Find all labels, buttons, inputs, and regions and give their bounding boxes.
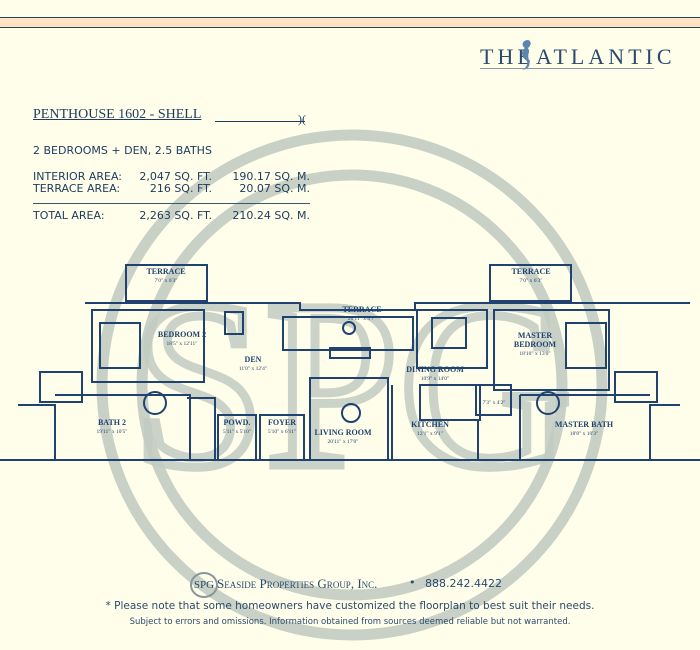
svg-text:12'1" x 9'1": 12'1" x 9'1" — [417, 431, 443, 437]
terrace-area-sqft: 216 SQ. FT. — [149, 182, 212, 195]
room-master-bath: MASTER BATH 18'8" x 10'3" — [555, 420, 614, 437]
svg-text:18'8" x 10'3": 18'8" x 10'3" — [570, 431, 598, 437]
svg-text:DINING ROOM: DINING ROOM — [406, 365, 464, 374]
watermark-outer-ring — [96, 129, 608, 641]
room-dining-room: DINING ROOM 10'9" x 14'0" — [406, 365, 464, 382]
customization-note: * Please note that some homeowners have … — [105, 600, 595, 612]
floor-plan: TERRACE 7'0" x 6'3" BEDROOM 2 18'5" x 12'1… — [0, 264, 700, 461]
svg-text:7'0" x 6'3": 7'0" x 6'3" — [155, 278, 178, 284]
room-kitchen: KITCHEN 12'1" x 9'1" — [411, 420, 449, 437]
seahorse-icon — [522, 40, 531, 70]
svg-text:18'10" x 13'0": 18'10" x 13'0" — [519, 351, 550, 357]
phone-number: 888.242.4422 — [425, 577, 502, 590]
svg-text:BEDROOM 2: BEDROOM 2 — [158, 330, 206, 339]
svg-text:7'0" x 6'3": 7'0" x 6'3" — [520, 278, 543, 284]
svg-text:LIVING ROOM: LIVING ROOM — [314, 428, 372, 437]
logo-atlantic: ATLANTIC — [536, 44, 676, 69]
interior-area-sqm: 190.17 SQ. M. — [232, 170, 310, 183]
room-terrace-left: TERRACE 7'0" x 6'3" — [146, 267, 185, 284]
room-den: DEN 11'0" x 12'4" — [239, 355, 267, 372]
logo-the: THE — [480, 44, 535, 69]
total-area-sqm: 210.24 SQ. M. — [232, 209, 310, 222]
floor-plan-walls — [0, 264, 700, 461]
total-area-sqft: 2,263 SQ. FT. — [139, 209, 212, 222]
total-divider — [33, 203, 310, 204]
interior-area-label: INTERIOR AREA: — [33, 170, 122, 183]
svg-text:20'11" x 5'7": 20'11" x 5'7" — [348, 316, 376, 322]
svg-text:DEN: DEN — [245, 355, 262, 364]
company-name: Seaside Properties Group, Inc. — [217, 576, 378, 591]
svg-text:TERRACE: TERRACE — [511, 267, 550, 276]
terrace-area-label: TERRACE AREA: — [33, 182, 121, 195]
svg-text:FOYER: FOYER — [268, 418, 296, 427]
svg-text:19'11" x 10'5": 19'11" x 10'5" — [96, 429, 127, 435]
svg-text:TERRACE: TERRACE — [146, 267, 185, 276]
unit-title: PENTHOUSE 1602 - SHELL — [33, 107, 202, 122]
disclaimer: Subject to errors and omissions. Informa… — [129, 617, 571, 627]
spg-badge-logo: SPG — [190, 572, 218, 598]
svg-text:MASTER: MASTER — [518, 331, 552, 340]
svg-text:10'9" x 14'0": 10'9" x 14'0" — [421, 376, 449, 382]
svg-text:TERRACE: TERRACE — [342, 305, 381, 314]
interior-area-sqft: 2,047 SQ. FT. — [139, 170, 212, 183]
total-area-label: TOTAL AREA: — [33, 209, 105, 222]
svg-text:KITCHEN: KITCHEN — [411, 420, 449, 429]
svg-text:5'11" x 5'10": 5'11" x 5'10" — [223, 429, 251, 435]
unit-summary: 2 BEDROOMS + DEN, 2.5 BATHS — [33, 144, 212, 157]
room-foyer: FOYER 5'10" x 6'11" — [268, 418, 296, 435]
title-rule — [215, 121, 305, 122]
header-band — [0, 18, 700, 27]
room-closet: 7'3" x 4'2" — [483, 400, 506, 406]
svg-text:20'11" x 17'0": 20'11" x 17'0" — [327, 439, 358, 445]
room-terrace-right: TERRACE 7'0" x 6'3" — [511, 267, 550, 284]
watermark-inner-ring — [136, 169, 568, 601]
separator-dot: • — [409, 576, 416, 589]
svg-text:BEDROOM: BEDROOM — [514, 340, 557, 349]
room-bath-2: BATH 2 19'11" x 10'5" — [96, 418, 127, 435]
title-ornament: )( — [298, 112, 306, 126]
svg-text:18'5" x 12'11": 18'5" x 12'11" — [166, 341, 197, 347]
room-bedroom-2: BEDROOM 2 18'5" x 12'11" — [158, 330, 206, 347]
logo-underline — [480, 68, 654, 69]
svg-text:7'3" x 4'2": 7'3" x 4'2" — [483, 400, 506, 406]
the-atlantic-logo: THE ATLANTIC — [480, 40, 672, 72]
svg-text:5'10" x 6'11": 5'10" x 6'11" — [268, 429, 296, 435]
room-living-room: LIVING ROOM 20'11" x 17'0" — [314, 428, 372, 445]
room-terrace-center: TERRACE 20'11" x 5'7" — [342, 305, 381, 322]
header-rule-top — [0, 17, 700, 18]
header-rule-bottom — [0, 27, 700, 28]
svg-text:POWD.: POWD. — [224, 418, 251, 427]
terrace-area-sqm: 20.07 SQ. M. — [239, 182, 310, 195]
svg-text:MASTER BATH: MASTER BATH — [555, 420, 614, 429]
room-powder: POWD. 5'11" x 5'10" — [223, 418, 251, 435]
svg-text:11'0" x 12'4": 11'0" x 12'4" — [239, 366, 267, 372]
room-labels: TERRACE 7'0" x 6'3" BEDROOM 2 18'5" x 12'1… — [96, 267, 613, 445]
svg-text:BATH 2: BATH 2 — [98, 418, 126, 427]
